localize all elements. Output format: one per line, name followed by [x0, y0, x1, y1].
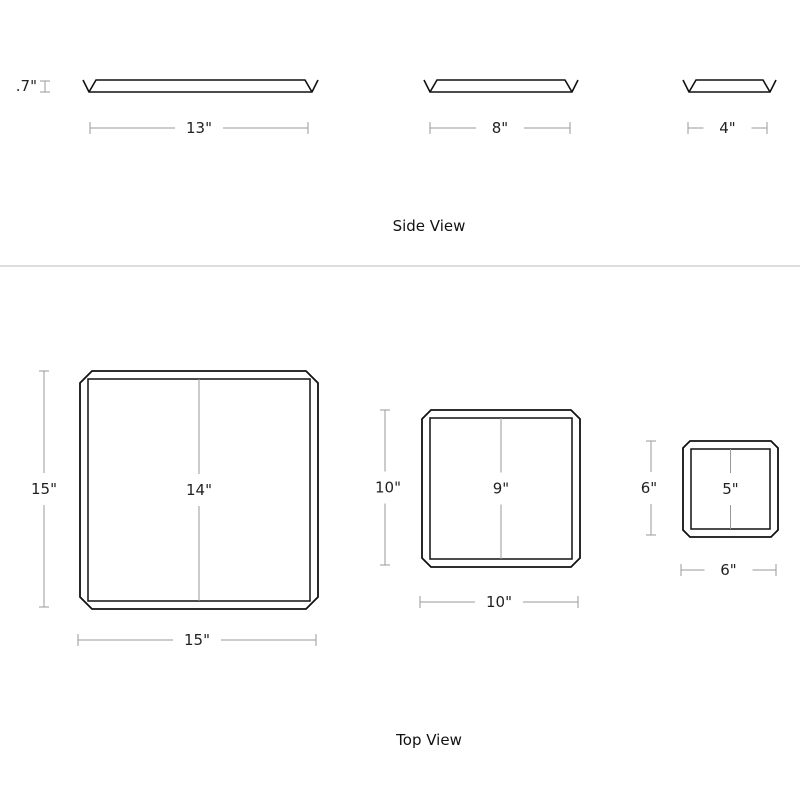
side-tray-2: 8": [423, 79, 579, 137]
side-width-label: 4": [719, 119, 735, 137]
side-height-label: .7": [16, 77, 37, 95]
inner-size-label: 9": [493, 480, 509, 498]
outer-height-label: 15": [31, 480, 57, 498]
tray-outer-rim: [682, 440, 779, 538]
outer-width-label: 15": [184, 631, 210, 649]
side-view-title: Side View: [393, 217, 466, 235]
top-view: 14" 15" 15" 9" 10" 10" 5" 6" 6": [31, 370, 779, 649]
side-view: 13" 8" 4" .7": [16, 77, 777, 137]
tray-outer-rim: [421, 409, 581, 568]
top-tray-1: 14" 15" 15": [31, 370, 319, 649]
top-view-title: Top View: [395, 731, 462, 749]
top-tray-2: 9" 10" 10": [375, 409, 581, 611]
inner-size-label: 5": [722, 480, 738, 498]
side-width-label: 13": [186, 119, 212, 137]
tray-side-profile: [423, 79, 579, 93]
side-width-label: 8": [492, 119, 508, 137]
tray-side-rim: [88, 79, 313, 93]
side-tray-3: 4": [682, 79, 777, 137]
tray-outer-rim: [79, 370, 319, 610]
tray-side-rim: [429, 79, 573, 93]
tray-side-profile: [682, 79, 777, 93]
outer-height-label: 10": [375, 479, 401, 497]
outer-height-label: 6": [641, 479, 657, 497]
side-tray-1: 13": [82, 79, 319, 137]
outer-width-label: 6": [720, 561, 736, 579]
inner-size-label: 14": [186, 481, 212, 499]
top-tray-3: 5" 6" 6": [641, 440, 779, 579]
tray-side-profile: [82, 79, 319, 93]
tray-side-rim: [688, 79, 771, 93]
outer-width-label: 10": [486, 593, 512, 611]
